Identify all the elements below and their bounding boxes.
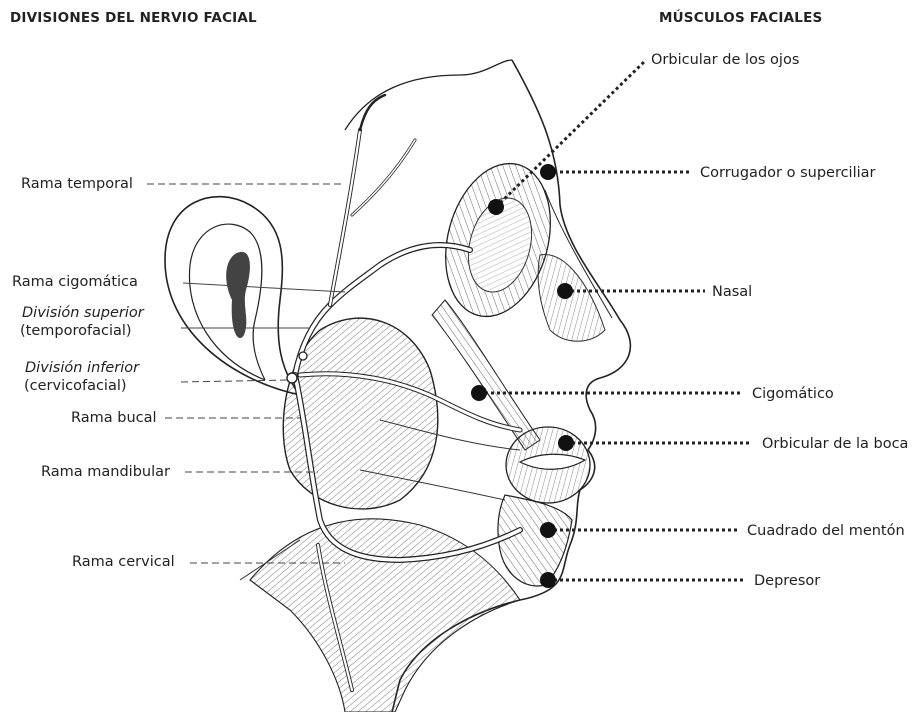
zygomaticus-muscle — [432, 300, 540, 450]
nasal-muscle — [538, 255, 605, 342]
dot-orbicularis-oris — [558, 435, 574, 451]
stylomastoid-foramen — [287, 373, 297, 383]
label-depressor: Depresor — [754, 572, 820, 590]
label-mentalis: Cuadrado del mentón — [747, 522, 905, 540]
label-buccal-branch: Rama bucal — [71, 409, 157, 427]
skull-outline — [345, 60, 512, 130]
ear-drawing — [165, 197, 300, 395]
dot-mentalis — [540, 522, 556, 538]
label-mandibular-branch: Rama mandibular — [41, 463, 170, 481]
label-zygomaticus: Cigomático — [752, 385, 834, 403]
label-orbicularis-oculi: Orbicular de los ojos — [651, 51, 799, 69]
upper-division-title: División superior — [22, 305, 144, 321]
label-nasal: Nasal — [712, 283, 752, 301]
label-lower-division-sub: (cervicofacial) — [24, 377, 127, 395]
label-upper-division-sub: (temporofacial) — [20, 322, 132, 340]
dot-depressor — [540, 572, 556, 588]
dot-corrugator — [540, 164, 556, 180]
label-zygomatic-branch: Rama cigomática — [12, 273, 138, 291]
label-corrugator: Corrugador o superciliar — [700, 164, 876, 182]
dot-orbicularis-oculi — [488, 199, 504, 215]
label-cervical-branch: Rama cervical — [72, 553, 175, 571]
masseter-muscle — [283, 318, 438, 509]
dot-nasal — [557, 283, 573, 299]
label-temporal-branch: Rama temporal — [21, 175, 133, 193]
label-lower-division: División inferior — [25, 359, 139, 377]
label-upper-division: División superior — [22, 304, 144, 322]
label-orbicularis-oris: Orbicular de la boca — [762, 435, 908, 453]
dot-zygomaticus — [471, 385, 487, 401]
mentalis-muscle — [498, 495, 572, 586]
lower-division-title: División inferior — [25, 360, 139, 376]
